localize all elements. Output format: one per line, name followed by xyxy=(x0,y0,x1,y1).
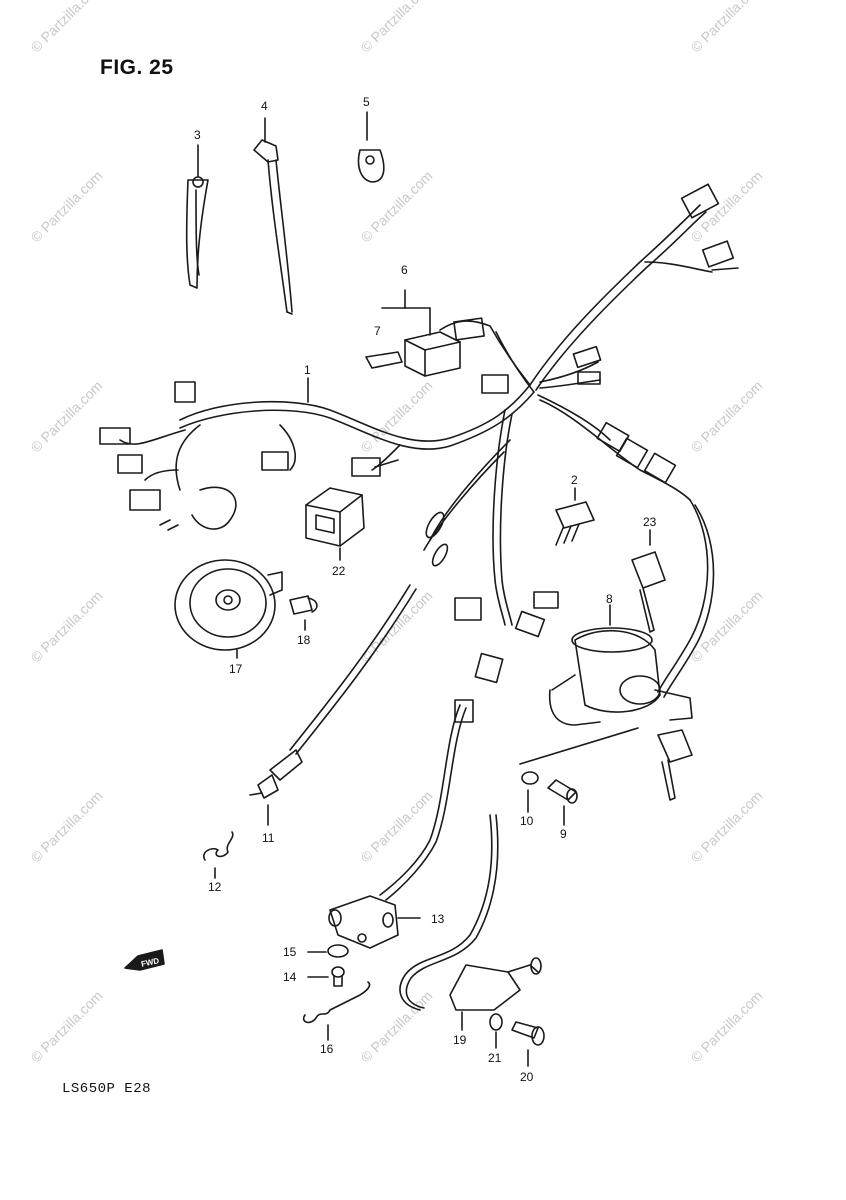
part-5-clamp xyxy=(357,111,385,183)
part-7-bracket xyxy=(365,351,403,369)
part-8-ignition-switch xyxy=(519,604,693,801)
callout-12: 12 xyxy=(208,880,222,894)
part-13-switch xyxy=(328,704,467,949)
part-19-sensor xyxy=(399,814,542,1031)
part-22-relay xyxy=(305,487,365,561)
part-17-horn xyxy=(174,559,283,659)
callout-11: 11 xyxy=(262,831,275,845)
part-21-nut xyxy=(489,1013,503,1049)
part-3-strap xyxy=(185,144,209,289)
model-code: LS650P E28 xyxy=(62,1081,152,1097)
callout-21: 21 xyxy=(488,1051,502,1065)
callout-13: 13 xyxy=(431,912,445,926)
part-15-nut xyxy=(307,944,349,958)
callout-4: 4 xyxy=(261,99,268,113)
part-18-bolt xyxy=(289,595,318,631)
callout-16: 16 xyxy=(320,1042,334,1056)
callout-10: 10 xyxy=(520,814,534,828)
fwd-arrow-icon xyxy=(124,949,165,971)
callout-23: 23 xyxy=(643,515,657,529)
part-14-bolt xyxy=(307,966,345,987)
callout-5: 5 xyxy=(363,95,370,109)
part-11-stop-switch xyxy=(249,584,417,826)
figure-title: FIG. 25 xyxy=(100,56,174,79)
callout-6: 6 xyxy=(401,263,408,277)
harness-connectors xyxy=(99,183,739,723)
callout-14: 14 xyxy=(283,970,297,984)
callout-22: 22 xyxy=(332,564,346,578)
callout-7: 7 xyxy=(374,324,381,338)
callout-1: 1 xyxy=(304,363,311,377)
callout-8: 8 xyxy=(606,592,613,606)
part-4-cable-tie xyxy=(253,117,293,315)
callout-2: 2 xyxy=(571,473,578,487)
callout-17: 17 xyxy=(229,662,243,676)
part-16-spring xyxy=(302,981,371,1041)
part-10-washer xyxy=(521,771,539,813)
part-1-main-harness xyxy=(119,204,715,698)
callout-18: 18 xyxy=(297,633,311,647)
part-20-bolt xyxy=(511,1021,545,1067)
callout-20: 20 xyxy=(520,1070,534,1084)
part-23-key xyxy=(631,529,666,633)
callout-15: 15 xyxy=(283,945,297,959)
callout-3: 3 xyxy=(194,128,201,142)
part-2-diode xyxy=(555,487,595,546)
part-9-screw xyxy=(547,779,578,826)
fwd-label: FWD xyxy=(140,956,160,969)
part-6-relay xyxy=(381,289,461,377)
part-12-spring xyxy=(203,831,234,879)
callout-19: 19 xyxy=(453,1033,467,1047)
callout-9: 9 xyxy=(560,827,567,841)
